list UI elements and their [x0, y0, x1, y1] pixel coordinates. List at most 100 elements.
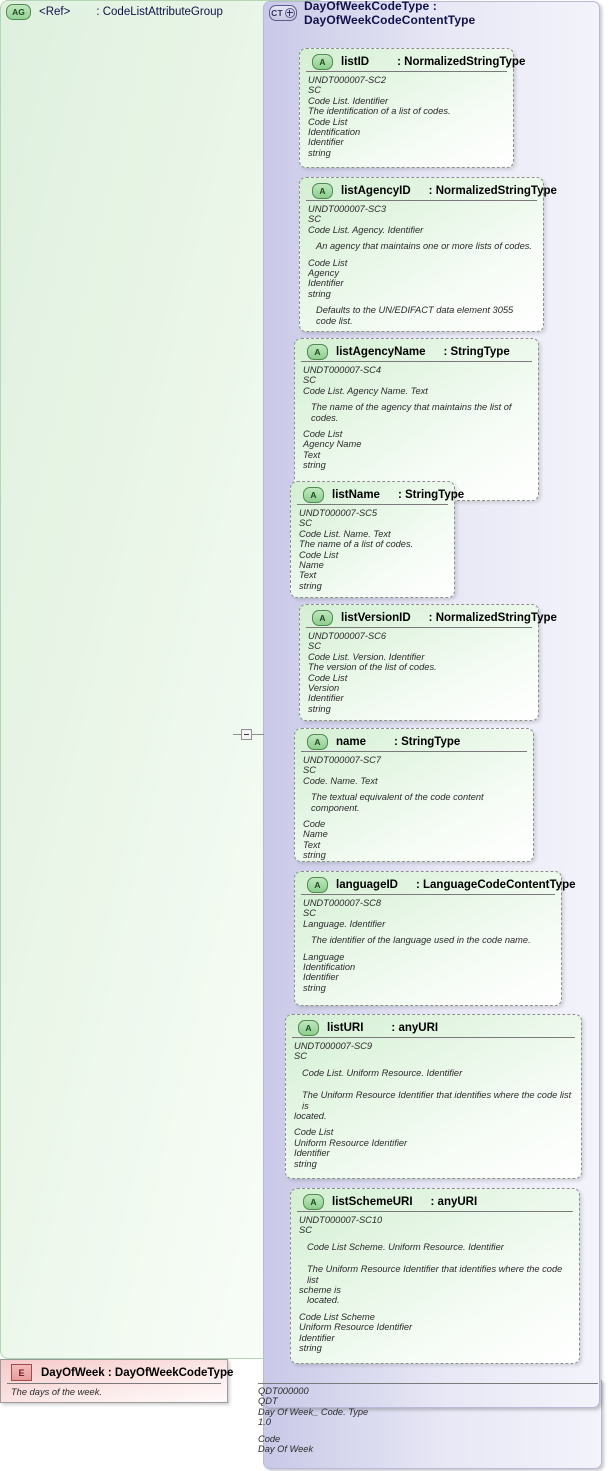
documentation-line: Code List. Version. Identifier: [308, 651, 425, 662]
attribute-name: listAgencyID: [341, 184, 411, 197]
documentation-line: The name of a list of codes.: [299, 539, 414, 550]
documentation-line: Text: [299, 570, 317, 581]
attribute-icon: A: [312, 182, 333, 199]
documentation-line: Code List: [303, 429, 343, 440]
documentation-line: Name: [303, 829, 328, 840]
documentation-line: Identifier: [308, 137, 344, 148]
documentation-line: Code List: [294, 1127, 334, 1138]
collapse-expander[interactable]: [241, 729, 252, 740]
documentation-line: string: [303, 982, 326, 993]
documentation-line: Name: [299, 560, 324, 571]
documentation-line: Code List: [308, 116, 348, 127]
attributegroup-icon[interactable]: AG: [6, 4, 31, 20]
documentation-line: SC: [299, 1225, 312, 1236]
documentation-line: Identifier: [308, 693, 344, 704]
documentation-line: Identifier: [308, 278, 344, 289]
documentation-line: string: [299, 580, 322, 591]
documentation-line: located.: [294, 1111, 327, 1122]
element-header: E DayOfWeek : DayOfWeekCodeType: [7, 1362, 233, 1384]
documentation-line: string: [308, 703, 331, 714]
documentation-line: UNDT000007-SC8: [303, 898, 382, 908]
attributegroup-type: : CodeListAttributeGroup: [96, 6, 223, 18]
documentation-line: Code List. Identifier: [308, 95, 389, 106]
documentation-line: Text: [303, 449, 321, 460]
documentation-line: The identifier of the language used in t…: [311, 935, 531, 946]
documentation-line: Code: [258, 1433, 281, 1444]
documentation-line: Code List Scheme. Uniform Resource. Iden…: [307, 1241, 504, 1252]
documentation-line: Code List: [308, 257, 348, 268]
complextype-expand-icon[interactable]: CT: [269, 5, 297, 21]
connector-expander-to-complextype: [252, 734, 264, 735]
element-daydofweek-box[interactable]: E DayOfWeek : DayOfWeekCodeType The days…: [0, 1359, 233, 1403]
attribute-name: name: [336, 735, 367, 748]
attribute-icon: A: [307, 343, 328, 360]
documentation-line: Language: [303, 951, 345, 962]
attribute-icon: A: [303, 1193, 324, 1210]
documentation-line: UNDT000007-SC2: [308, 75, 387, 85]
attribute-type: : NormalizedStringType: [397, 55, 526, 68]
plus-icon[interactable]: [284, 8, 295, 18]
documentation-line: scheme is: [299, 1285, 341, 1296]
documentation-line: string: [308, 147, 331, 158]
documentation-line: UNDT000007-SC6: [308, 631, 387, 641]
documentation-line: SC: [303, 908, 316, 919]
attribute-type: : anyURI: [430, 1195, 478, 1208]
documentation-line: UNDT000007-SC9: [294, 1041, 373, 1051]
documentation-line: Identifier: [294, 1148, 330, 1159]
documentation-line: The textual equivalent of the code conte…: [311, 792, 487, 813]
documentation-line: string: [303, 850, 326, 861]
documentation-line: SC: [308, 214, 321, 225]
documentation-line: Uniform Resource Identifier: [294, 1137, 408, 1148]
attribute-icon: A: [298, 1019, 319, 1036]
documentation-line: Code List. Agency. Identifier: [308, 224, 424, 235]
attribute-name: listURI: [327, 1021, 364, 1034]
documentation-line: Identifier: [303, 972, 339, 983]
complextype-icon-label: CT: [271, 8, 283, 18]
documentation-line: UNDT000007-SC3: [308, 204, 387, 214]
footer-divider: [258, 1383, 598, 1384]
documentation-line: An agency that maintains one or more lis…: [316, 241, 533, 252]
complextype-header: CT DayOfWeekCodeType : DayOfWeekCodeCont…: [264, 0, 599, 27]
attributegroup-header: AG <Ref> : CodeListAttributeGroup: [6, 4, 223, 20]
documentation-line: Identifier: [299, 1332, 335, 1343]
documentation-line: Code. Name. Text: [303, 775, 378, 786]
attribute-type: : LanguageCodeContentType: [415, 878, 576, 891]
documentation-line: SC: [308, 85, 321, 96]
attribute-icon: A: [312, 609, 333, 626]
documentation-line: The identification of a list of codes.: [308, 106, 451, 117]
documentation-line: Version: [308, 683, 340, 694]
documentation-line: Uniform Resource Identifier: [299, 1322, 413, 1333]
documentation-line: Code List: [299, 549, 339, 560]
element-icon: E: [11, 1364, 32, 1381]
complextype-title: DayOfWeekCodeType : DayOfWeekCodeContent…: [304, 0, 476, 27]
attribute-icon: A: [307, 733, 328, 750]
documentation-line: UNDT000007-SC5: [299, 508, 378, 518]
documentation-line: string: [303, 460, 326, 471]
documentation-line: Day Of Week: [258, 1444, 314, 1455]
documentation-line: The Uniform Resource Identifier that ide…: [302, 1090, 574, 1111]
documentation-line: SC: [308, 641, 321, 652]
attribute-name: listSchemeURI: [332, 1195, 413, 1208]
attribute-type: : NormalizedStringType: [428, 184, 557, 197]
documentation-line: Agency: [308, 268, 340, 279]
documentation-line: SC: [299, 518, 312, 529]
